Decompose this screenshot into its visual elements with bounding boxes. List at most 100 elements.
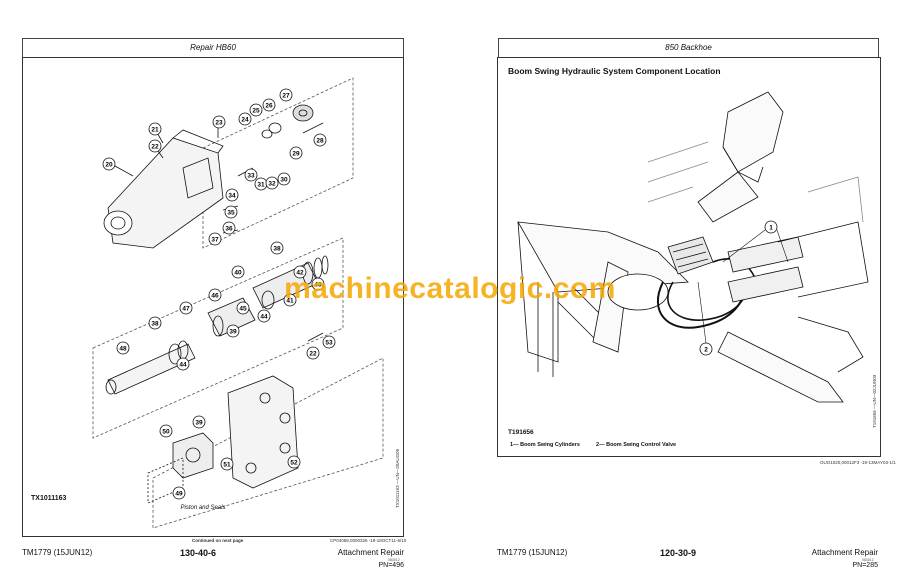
svg-text:2: 2: [704, 347, 708, 354]
callout-34: 34: [225, 188, 239, 202]
callout-28: 28: [313, 133, 327, 147]
callout-24: 24: [238, 112, 252, 126]
callout-30: 30: [277, 172, 291, 186]
callout-29: 29: [289, 146, 303, 160]
svg-text:23: 23: [215, 120, 223, 127]
svg-text:47: 47: [182, 306, 190, 313]
right-figure-id: T191656: [508, 429, 534, 436]
callout-37: 37: [208, 232, 222, 246]
callout-20: 20: [102, 157, 116, 171]
svg-text:29: 29: [292, 151, 300, 158]
callout-21: 21: [148, 122, 162, 136]
svg-text:26: 26: [265, 103, 273, 110]
svg-text:45: 45: [239, 306, 247, 313]
callout-45: 45: [236, 301, 250, 315]
svg-text:44: 44: [260, 314, 268, 321]
legend-item-1: 1— Boom Swing Cylinders: [510, 442, 580, 448]
callout-47: 47: [179, 301, 193, 315]
svg-text:20: 20: [105, 162, 113, 169]
left-doc-code: CP04058,0000326 -19-18OCT11-6/10: [330, 538, 407, 543]
svg-text:38: 38: [273, 246, 281, 253]
backhoe-diagram: 1 2: [517, 91, 869, 403]
svg-text:36: 36: [225, 226, 233, 233]
left-page-header: Repair HB60: [22, 38, 404, 58]
callout-33: 33: [244, 168, 258, 182]
callout-46: 46: [208, 288, 222, 302]
right-figure-title: Boom Swing Hydraulic System Component Lo…: [508, 66, 721, 76]
right-footer-section: Attachment Repair: [811, 548, 878, 557]
right-doc-code: OUO1020,00012F3 -19-13MAY03-1/1: [820, 460, 896, 465]
left-side-code: TX1011163 —UN—20AUG09: [395, 448, 400, 508]
callout-22b: 22: [306, 346, 320, 360]
callout-35: 35: [224, 205, 238, 219]
right-footer-page: 120-30-9: [660, 548, 697, 558]
continued-note: Continued on next page: [192, 538, 244, 543]
legend-item-2: 2— Boom Swing Control Valve: [596, 442, 677, 448]
callout-2: 2: [699, 342, 713, 356]
svg-text:28: 28: [316, 138, 324, 145]
callout-1: 1: [764, 220, 778, 234]
callout-43: 43: [311, 277, 325, 291]
callout-27: 27: [279, 88, 293, 102]
left-footer-rev: 083012: [388, 558, 400, 562]
right-footer-manual: TM1779 (15JUN12): [497, 548, 568, 557]
callout-25: 25: [249, 103, 263, 117]
callout-39: 39: [226, 324, 240, 338]
callout-49: 49: [172, 486, 186, 500]
svg-text:22: 22: [151, 144, 159, 151]
svg-text:39: 39: [229, 329, 237, 336]
callout-44: 44: [257, 309, 271, 323]
svg-text:35: 35: [227, 210, 235, 217]
callout-40: 40: [231, 265, 245, 279]
left-figure-caption: Piston and Seals: [180, 505, 226, 511]
svg-text:40: 40: [234, 270, 242, 277]
callout-51: 51: [220, 457, 234, 471]
left-footer-section: Attachment Repair: [337, 548, 404, 557]
svg-text:46: 46: [211, 293, 219, 300]
callout-48: 48: [116, 341, 130, 355]
left-figure-id: TX1011163: [31, 495, 67, 502]
svg-text:32: 32: [268, 181, 276, 188]
left-footer-page: 130-40-6: [180, 548, 217, 558]
right-footer-rev: 083012: [862, 558, 874, 562]
svg-text:38: 38: [151, 321, 159, 328]
callout-22: 22: [148, 139, 162, 153]
callout-42: 42: [293, 265, 307, 279]
left-page: Repair HB60: [22, 38, 407, 569]
left-footer-manual: TM1779 (15JUN12): [22, 548, 93, 557]
piston-seals-figure: 20 21 22 23 24 25 26 27 28 29 30 31 32 3…: [22, 57, 404, 537]
callout-52: 52: [287, 455, 301, 469]
callout-31: 31: [254, 177, 268, 191]
svg-text:33: 33: [247, 173, 255, 180]
callout-38b: 38: [148, 316, 162, 330]
callout-38: 38: [270, 241, 284, 255]
svg-text:1: 1: [769, 225, 773, 232]
svg-text:44: 44: [179, 362, 187, 369]
svg-text:30: 30: [280, 177, 288, 184]
callout-36: 36: [222, 221, 236, 235]
exploded-view-diagram: 20 21 22 23 24 25 26 27 28 29 30 31 32 3…: [92, 77, 384, 529]
svg-text:21: 21: [151, 127, 159, 134]
svg-text:31: 31: [257, 182, 265, 189]
callout-26: 26: [262, 98, 276, 112]
svg-text:25: 25: [252, 108, 260, 115]
right-page-header: 850 Backhoe: [498, 38, 879, 58]
right-page-number: PN=285: [852, 562, 879, 569]
right-side-code: T191656 —UN—02JUN03: [872, 374, 877, 428]
svg-text:39: 39: [195, 420, 203, 427]
callout-41: 41: [283, 293, 297, 307]
svg-text:42: 42: [296, 270, 304, 277]
svg-text:48: 48: [119, 346, 127, 353]
svg-text:49: 49: [175, 491, 183, 498]
callout-group: 20 21 22 23 24 25 26 27 28 29 30 31 32 3…: [102, 88, 336, 500]
callout-39b: 39: [192, 415, 206, 429]
svg-text:43: 43: [314, 282, 322, 289]
svg-text:51: 51: [223, 462, 231, 469]
svg-text:34: 34: [228, 193, 236, 200]
callout-44b: 44: [176, 357, 190, 371]
svg-text:24: 24: [241, 117, 249, 124]
callout-32: 32: [265, 176, 279, 190]
left-page-number: PN=496: [378, 562, 405, 569]
callout-50: 50: [159, 424, 173, 438]
callout-53: 53: [322, 335, 336, 349]
